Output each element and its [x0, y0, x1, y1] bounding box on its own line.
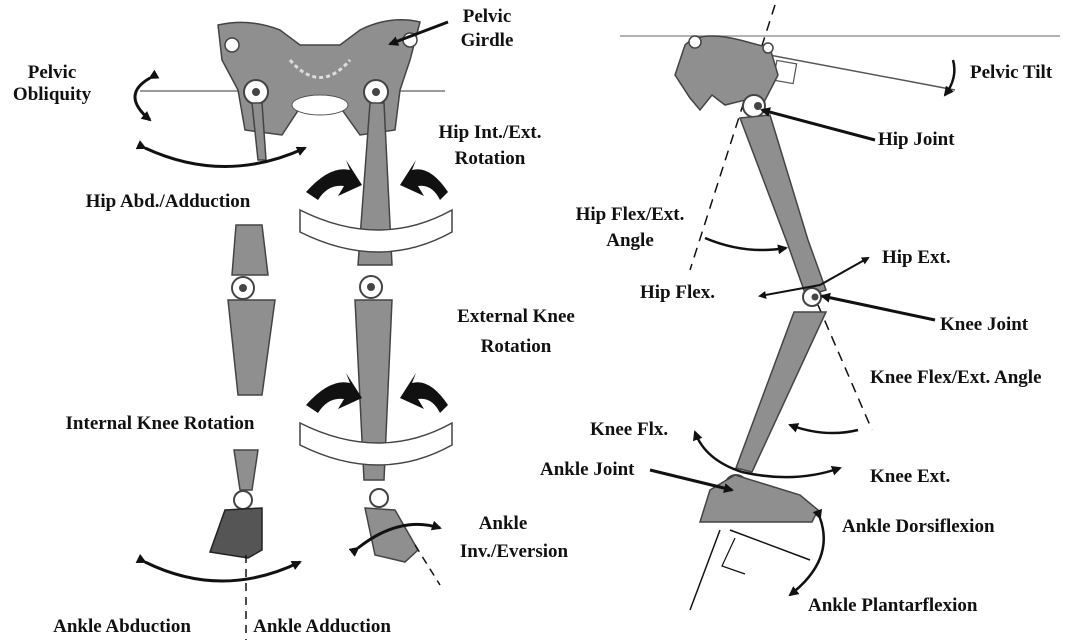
hip-rotation-arrow-right: [400, 160, 448, 200]
ankle-horizontal-line: [730, 530, 810, 560]
label-external-knee-rotation-1: External Knee: [457, 306, 575, 327]
ankle-joint-right: [370, 489, 388, 507]
knee-rotation-arrow-right: [400, 373, 448, 413]
asis-side: [689, 36, 701, 48]
label-knee-ext: Knee Ext.: [870, 466, 950, 487]
hip-flex-angle-arrow: [705, 238, 786, 250]
label-ankle-dorsiflexion: Ankle Dorsiflexion: [842, 516, 995, 537]
label-hip-flex-angle-1: Hip Flex/Ext.: [576, 204, 685, 225]
label-ankle-inversion-2: Inv./Eversion: [460, 541, 569, 562]
label-hip-flex-angle-2: Angle: [606, 230, 654, 251]
femur-left-lower: [232, 225, 268, 275]
foot-right: [365, 508, 418, 562]
label-hip-joint: Hip Joint: [878, 129, 955, 150]
label-pelvic-girdle-1: Pelvic: [463, 6, 512, 27]
label-pelvic-tilt: Pelvic Tilt: [970, 62, 1053, 83]
psis-side: [763, 43, 773, 53]
ankle-vertical-line: [690, 530, 720, 610]
ankle-axis-right: [415, 545, 440, 585]
knee-flx-arrow: [695, 432, 742, 472]
label-knee-flx: Knee Flx.: [590, 419, 668, 440]
label-hip-abduction: Hip Abd./Adduction: [86, 191, 251, 212]
label-hip-rotation-1: Hip Int./Ext.: [439, 122, 542, 143]
knee-joint-pointer: [822, 296, 935, 320]
label-hip-ext: Hip Ext.: [882, 247, 951, 268]
label-pelvic-girdle-2: Girdle: [461, 30, 514, 51]
frontal-skeleton: [135, 20, 452, 640]
tibia-side: [736, 312, 826, 472]
obturator: [292, 95, 348, 115]
label-ankle-joint: Ankle Joint: [540, 459, 635, 480]
label-pelvic-obliquity-2: Obliquity: [13, 84, 92, 105]
ankle-joint-pointer: [650, 470, 732, 490]
hip-abduction-arrow: [145, 148, 305, 167]
femur-side: [740, 115, 826, 296]
pelvis-bone: [218, 20, 420, 135]
foot-left: [210, 508, 262, 558]
foot-side: [700, 475, 818, 522]
label-ankle-plantarflexion: Ankle Plantarflexion: [808, 595, 978, 616]
label-external-knee-rotation-2: Rotation: [481, 336, 552, 357]
label-ankle-abduction: Ankle Abduction: [53, 616, 191, 637]
pelvic-obliquity-arrow: [135, 78, 150, 120]
label-ankle-adduction: Ankle Adduction: [253, 616, 391, 637]
knee-flex-angle-arrow: [790, 425, 858, 433]
hip-joint-pointer: [762, 110, 875, 140]
label-internal-knee-rotation: Internal Knee Rotation: [66, 413, 255, 434]
label-knee-flex-angle: Knee Flex/Ext. Angle: [870, 367, 1042, 388]
knee-reference-line: [818, 305, 872, 430]
ankle-flexion-arrow: [790, 518, 824, 595]
knee-rotation-arrow-left: [306, 373, 362, 413]
label-ankle-inversion-1: Ankle: [479, 513, 528, 534]
knee-ext-arrow: [742, 468, 840, 477]
asis-left: [225, 38, 239, 52]
ankle-joint-left: [234, 491, 252, 509]
hip-ext-arrow: [820, 258, 868, 285]
tibia-left-upper: [228, 300, 275, 395]
hip-rotation-arrow-left: [306, 160, 362, 200]
tibia-left-lower: [234, 450, 258, 490]
ankle-abduction-arrow: [145, 562, 300, 581]
ankle-right-angle-marker: [722, 538, 745, 574]
label-hip-flex: Hip Flex.: [640, 282, 715, 303]
label-hip-rotation-2: Rotation: [455, 148, 526, 169]
label-knee-joint: Knee Joint: [940, 314, 1029, 335]
label-pelvic-obliquity-1: Pelvic: [28, 62, 77, 83]
